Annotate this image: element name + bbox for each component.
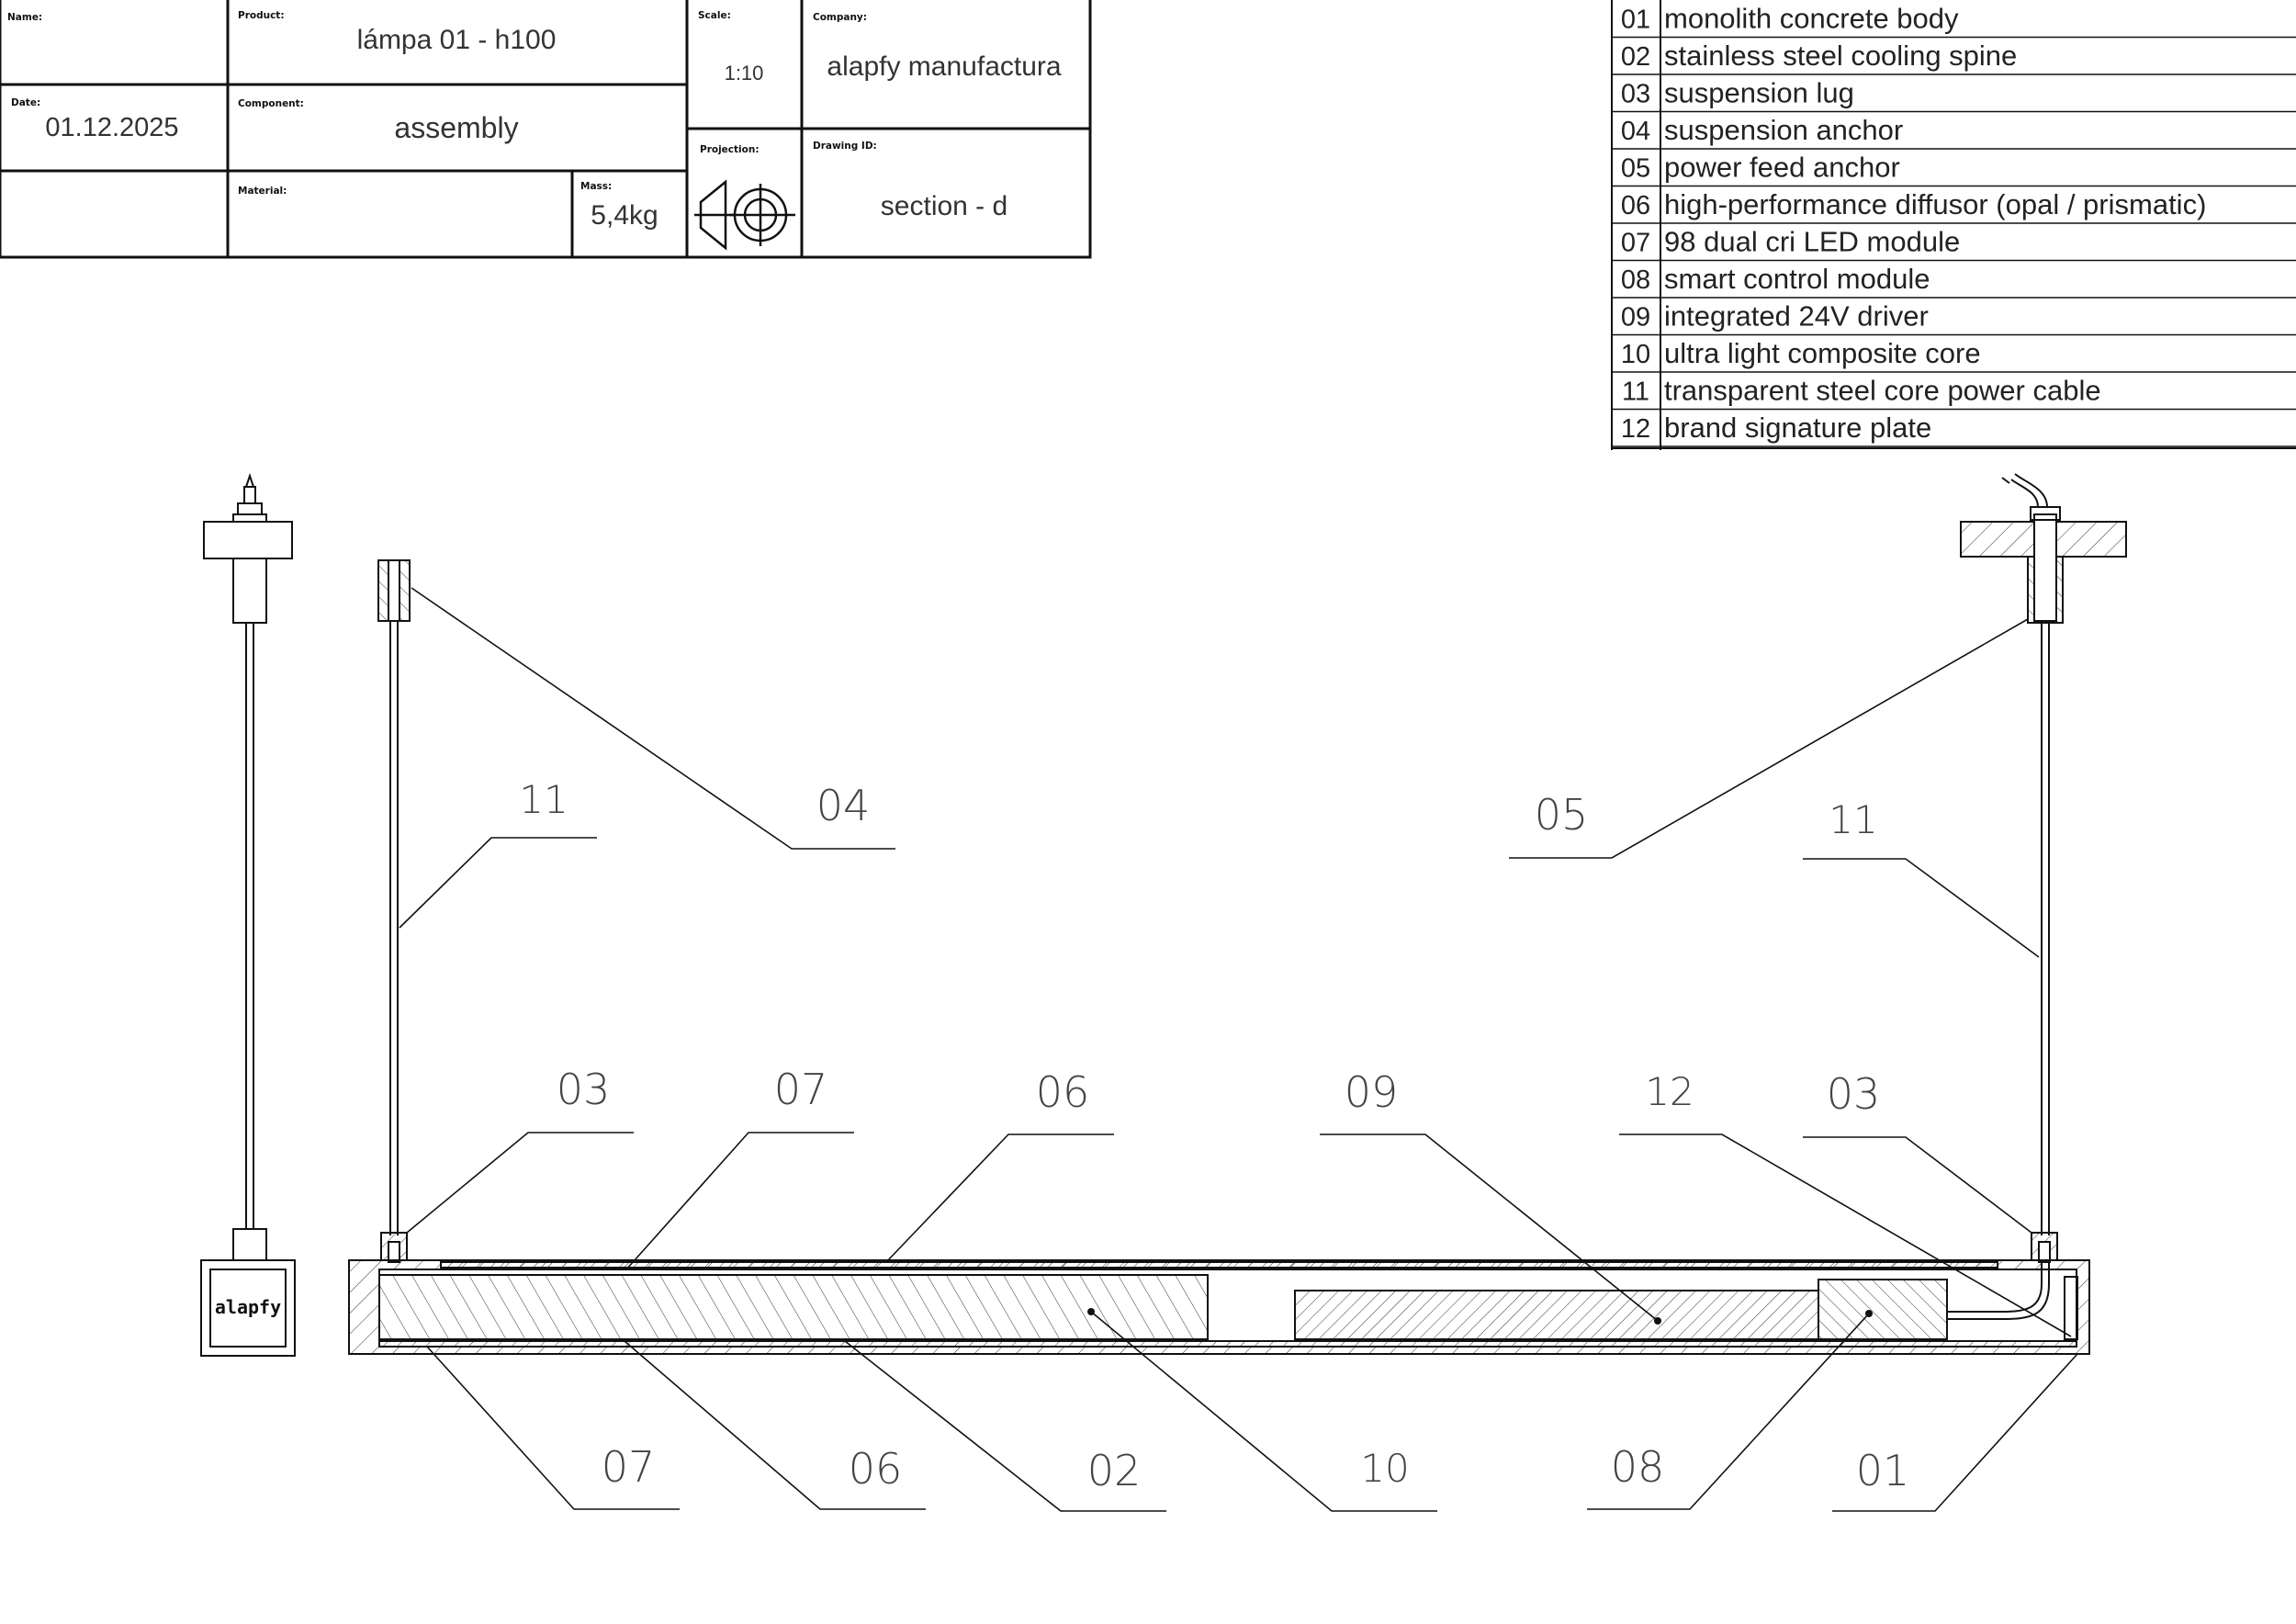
- product-label: Product:: [238, 10, 285, 21]
- product-value: lámpa 01 - h100: [357, 25, 557, 55]
- parts-list-name: 98 dual cri LED module: [1664, 226, 1960, 258]
- callout-11-right: 11: [1829, 797, 1877, 842]
- parts-list-number: 01: [1621, 6, 1650, 35]
- parts-list-number: 07: [1621, 229, 1650, 258]
- parts-list-name: smart control module: [1664, 263, 1930, 295]
- parts-list-name: integrated 24V driver: [1664, 300, 1929, 333]
- title-block-text: Name: Product: lámpa 01 - h100 Scale: 1:…: [7, 10, 1062, 231]
- date-value: 01.12.2025: [45, 113, 178, 142]
- parts-list-number: 05: [1621, 154, 1650, 184]
- drawing-id-value: section - d: [881, 191, 1007, 221]
- callout-04: 04: [816, 781, 871, 830]
- parts-list-name: ultra light composite core: [1664, 337, 1981, 369]
- mass-label: Mass:: [580, 181, 612, 192]
- parts-list-name: suspension anchor: [1664, 114, 1903, 146]
- component-value: assembly: [394, 111, 518, 144]
- callout-12: 12: [1645, 1069, 1694, 1114]
- callout-09: 09: [1345, 1067, 1399, 1117]
- parts-list-name: monolith concrete body: [1664, 3, 1959, 35]
- callout-06-bottom: 06: [849, 1444, 903, 1494]
- parts-list-number: 03: [1621, 80, 1650, 109]
- company-label: Company:: [813, 12, 867, 23]
- projection-label: Projection:: [700, 144, 760, 155]
- parts-list: 01 monolith concrete body 02 stainless stee…: [1612, 3, 2296, 447]
- parts-list-number: 11: [1622, 378, 1649, 407]
- scale-label: Scale:: [698, 10, 731, 21]
- parts-list-name: transparent steel core power cable: [1664, 375, 2101, 407]
- callout-labels: 11 04 05 11 03 07 06 09 12 03 07 06 02 1…: [519, 777, 1909, 1495]
- projection-symbol-icon: [694, 179, 795, 251]
- date-label: Date:: [11, 97, 40, 108]
- section-view: [348, 473, 2127, 1355]
- parts-list-name: stainless steel cooling spine: [1664, 39, 2017, 72]
- parts-list-name: suspension lug: [1664, 77, 1854, 109]
- callout-07-bottom: 07: [602, 1442, 656, 1492]
- parts-list-name: brand signature plate: [1664, 412, 1931, 444]
- callout-03-right: 03: [1827, 1069, 1881, 1119]
- callout-01: 01: [1856, 1446, 1910, 1495]
- callout-05: 05: [1535, 790, 1589, 840]
- parts-list-number: 12: [1621, 414, 1650, 444]
- parts-list-number: 10: [1621, 340, 1650, 369]
- parts-list-name: power feed anchor: [1664, 152, 1900, 184]
- name-label: Name:: [7, 12, 42, 23]
- callout-07-top: 07: [774, 1065, 828, 1114]
- callout-02: 02: [1087, 1446, 1142, 1495]
- drawing-id-label: Drawing ID:: [813, 141, 877, 152]
- company-value: alapfy manufactura: [827, 51, 1061, 82]
- side-view: [200, 472, 296, 1357]
- scale-value: 1:10: [725, 62, 764, 85]
- parts-list-number: 08: [1621, 265, 1650, 295]
- callout-03-left: 03: [557, 1065, 611, 1114]
- callout-11-left: 11: [519, 777, 568, 822]
- title-block: [0, 0, 1092, 259]
- parts-list-number: 02: [1621, 42, 1650, 72]
- parts-list-name: high-performance diffusor (opal / prisma…: [1664, 188, 2206, 220]
- material-label: Material:: [238, 186, 287, 197]
- component-label: Component:: [238, 98, 304, 109]
- leader-dots: [1087, 1308, 1873, 1325]
- parts-list-number: 06: [1621, 191, 1650, 220]
- callout-08: 08: [1611, 1442, 1665, 1492]
- mass-value: 5,4kg: [591, 200, 658, 231]
- parts-list-number: 09: [1621, 303, 1650, 333]
- callout-06-top: 06: [1036, 1067, 1090, 1117]
- parts-list-number: 04: [1621, 117, 1650, 146]
- brand-plate-text: alapfy: [215, 1296, 281, 1318]
- callout-10: 10: [1360, 1446, 1409, 1491]
- leader-lines: [399, 587, 2078, 1512]
